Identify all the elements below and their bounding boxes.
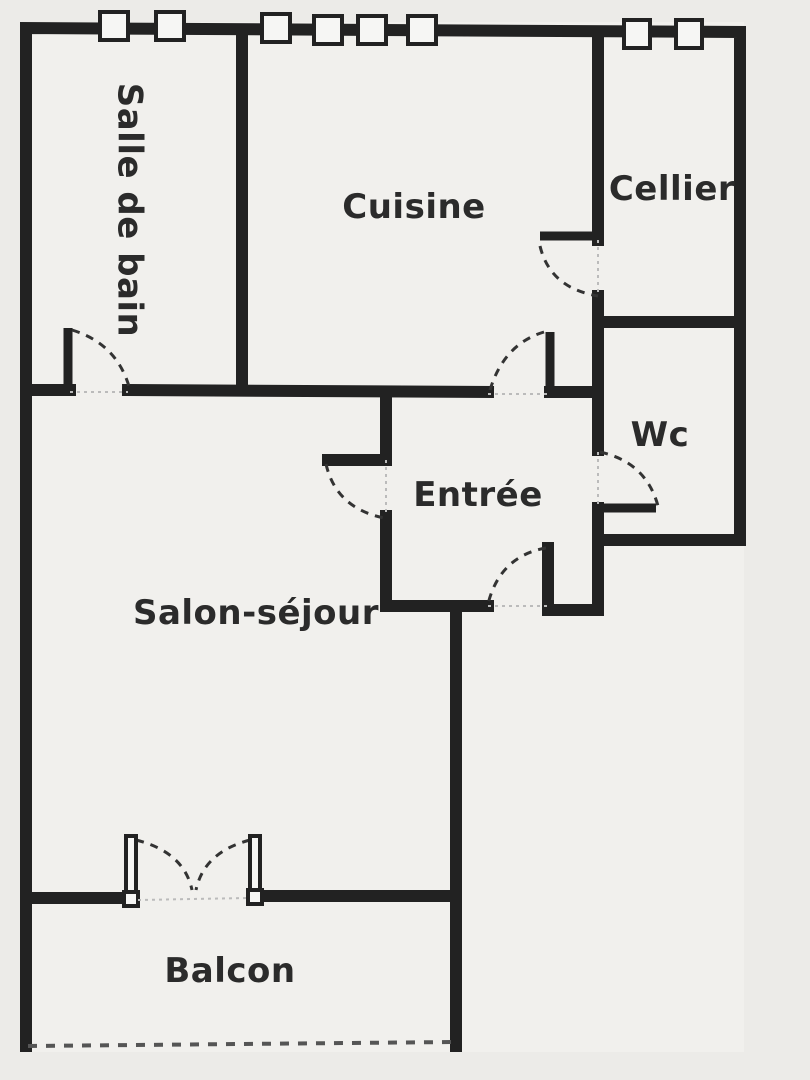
label-salle-de-bain: Salle de bain [110, 83, 150, 338]
label-entree: Entrée [413, 475, 543, 515]
label-cellier: Cellier [609, 169, 735, 209]
window-pane [312, 14, 344, 46]
door-swing-bathroom [71, 328, 132, 391]
balcony-door-leaf [124, 834, 138, 896]
label-salon-sejour: Salon-séjour [133, 593, 379, 633]
label-cuisine: Cuisine [342, 187, 485, 227]
door-swings [71, 245, 660, 891]
label-wc: Wc [631, 415, 690, 455]
balcony-door-post [122, 890, 140, 908]
balcony-door-threshold [137, 897, 249, 901]
balcony-door-post [246, 888, 264, 906]
windows [98, 10, 704, 50]
thresholds [70, 240, 599, 607]
outer-wall-main [20, 21, 746, 1052]
balcony-door [122, 834, 264, 908]
window-pane [674, 18, 704, 50]
wall-entry-closet [542, 502, 604, 616]
window-pane [356, 14, 388, 46]
window-pane [622, 18, 652, 50]
interior-walls [24, 24, 746, 904]
wall-living-top [121, 383, 495, 399]
window-pane [98, 10, 130, 42]
label-balcon: Balcon [164, 951, 295, 991]
balcony-door-leaf [248, 834, 262, 896]
window-pane [260, 12, 292, 44]
door-swing-front [486, 546, 547, 605]
window-pane [406, 14, 438, 46]
outer-walls [20, 21, 746, 1052]
wall-entry-left-bottom [380, 510, 494, 612]
window-pane [154, 10, 186, 42]
